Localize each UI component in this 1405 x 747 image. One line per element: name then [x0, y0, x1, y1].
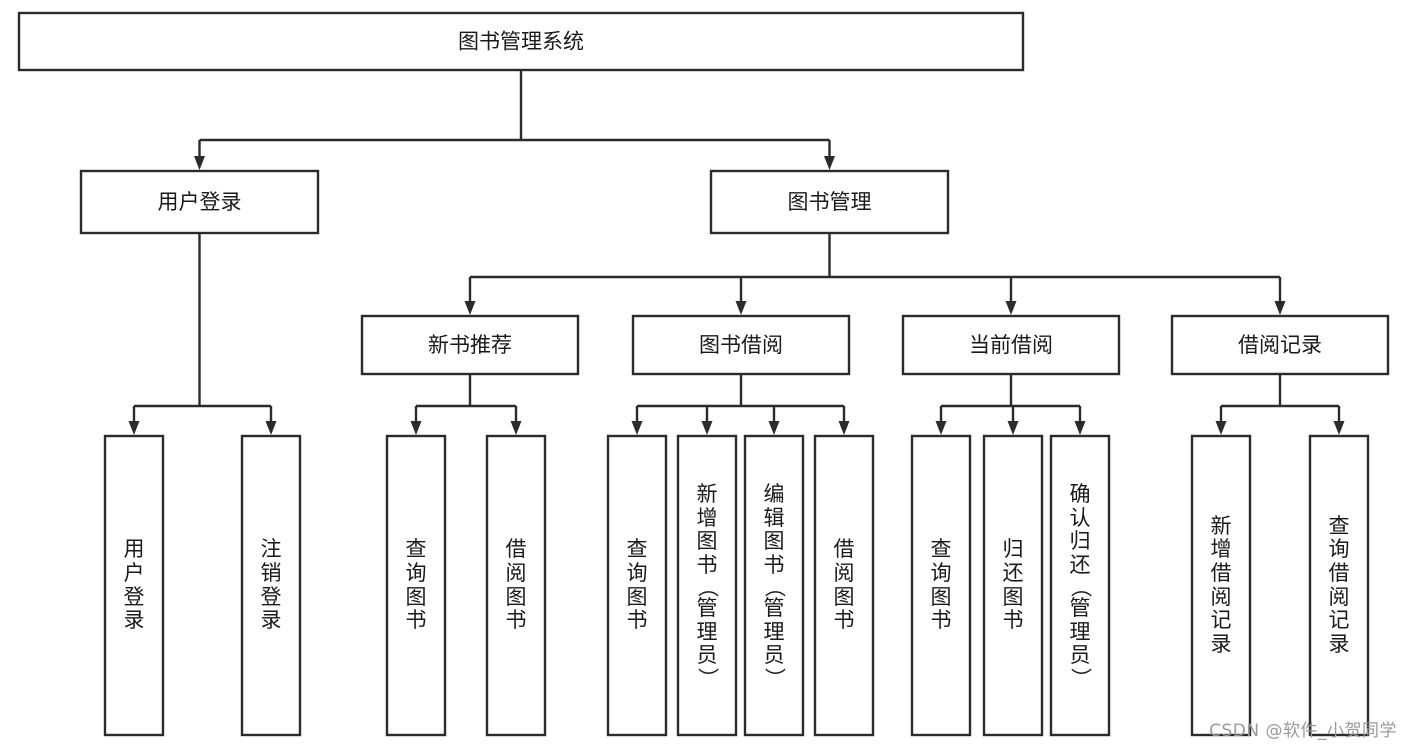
arrowhead-icon — [1333, 421, 1345, 435]
arrowhead-icon — [1007, 421, 1019, 435]
arrowhead-icon — [735, 301, 747, 315]
arrowhead-icon — [824, 156, 835, 170]
node-label: 当前借阅 — [969, 333, 1053, 357]
node-label: 图书借阅 — [699, 333, 783, 357]
node-label: 借阅记录 — [1238, 333, 1322, 357]
node-box[interactable] — [982, 434, 1044, 737]
node-label: 图书管理系统 — [458, 30, 584, 54]
arrowhead-icon — [935, 421, 947, 435]
node-box[interactable] — [485, 434, 547, 737]
node-box[interactable] — [813, 434, 875, 737]
node-label: 图书管理 — [788, 190, 872, 214]
node-box[interactable] — [743, 434, 805, 737]
arrowhead-icon — [1274, 301, 1286, 315]
arrowhead-icon — [410, 421, 422, 435]
arrowhead-icon — [128, 421, 140, 435]
node-box[interactable] — [79, 169, 320, 235]
node-box[interactable] — [1049, 434, 1111, 737]
node-box[interactable] — [709, 169, 950, 235]
node-box[interactable] — [1170, 314, 1390, 376]
arrowhead-icon — [464, 301, 476, 315]
node-box[interactable] — [360, 314, 580, 376]
node-box[interactable] — [385, 434, 447, 737]
node-label: 用户登录 — [158, 190, 242, 214]
arrowhead-icon — [194, 156, 205, 170]
arrowhead-icon — [510, 421, 522, 435]
node-box[interactable] — [910, 434, 972, 737]
node-box[interactable] — [103, 434, 165, 737]
node-box[interactable] — [631, 314, 851, 376]
node-box-layer — [17, 11, 1390, 737]
node-box[interactable] — [676, 434, 738, 737]
arrowhead-icon — [1005, 301, 1017, 315]
node-box[interactable] — [240, 434, 302, 737]
node-box[interactable] — [1190, 434, 1252, 737]
node-label: 新书推荐 — [428, 333, 512, 357]
node-box[interactable] — [17, 11, 1025, 72]
arrowhead-icon — [838, 421, 850, 435]
node-box[interactable] — [901, 314, 1121, 376]
arrowhead-icon — [701, 421, 713, 435]
arrowhead-icon — [1074, 421, 1086, 435]
node-box[interactable] — [606, 434, 668, 737]
arrowhead-icon — [265, 421, 277, 435]
arrowhead-icon — [768, 421, 780, 435]
arrowhead-icon — [1215, 421, 1227, 435]
watermark: CSDN @软件_小贺同学 — [1209, 721, 1397, 741]
arrowhead-icon — [631, 421, 643, 435]
node-box[interactable] — [1308, 434, 1370, 737]
connector-layer — [128, 70, 1345, 435]
